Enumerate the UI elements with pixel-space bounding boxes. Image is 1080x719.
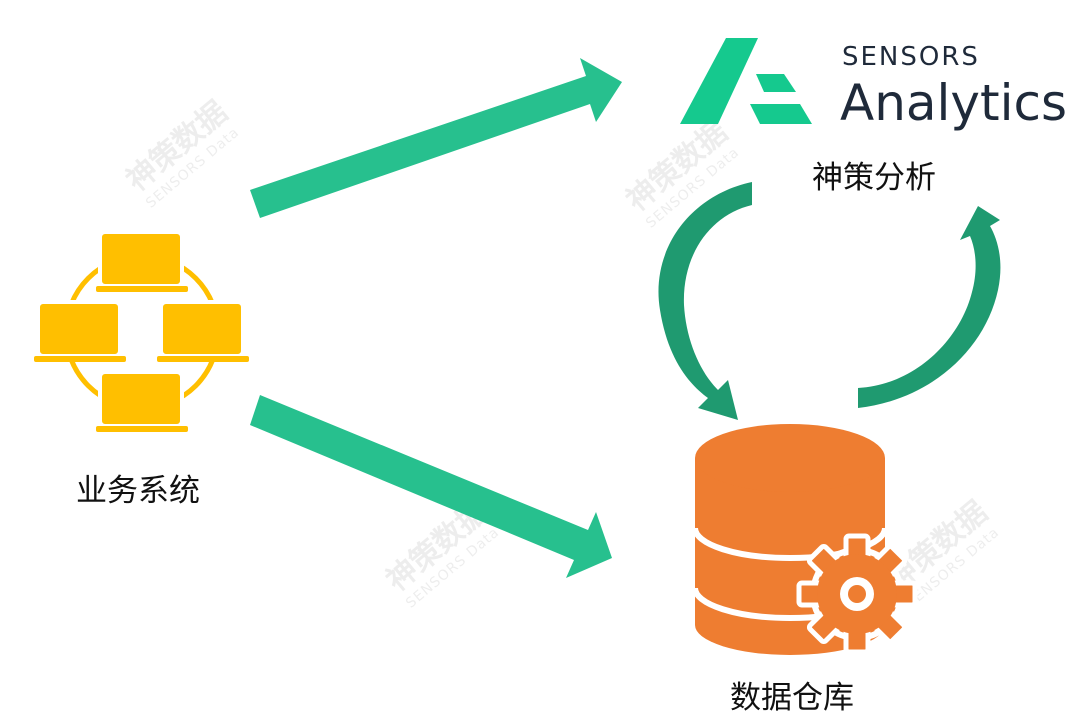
laptop-icon (34, 300, 126, 362)
gear-icon (796, 533, 918, 655)
arrow-to-warehouse (250, 395, 612, 578)
curved-arrow-analytics-to-warehouse (658, 182, 752, 420)
data-warehouse-icon (692, 424, 918, 655)
business-system-icon (34, 230, 249, 432)
arrow-to-analytics (250, 58, 622, 218)
laptop-icon (157, 300, 249, 362)
laptop-icon (96, 370, 188, 432)
business-system-label: 业务系统 (76, 473, 200, 509)
brand-main-text: Analytics (840, 74, 1068, 132)
brand-top-text: SENSORS (842, 42, 980, 72)
warehouse-label: 数据仓库 (730, 680, 854, 716)
curved-arrow-warehouse-to-analytics (858, 206, 1001, 408)
analytics-label: 神策分析 (812, 160, 936, 196)
laptop-icon (96, 230, 188, 292)
sensors-analytics-logo (680, 38, 812, 124)
